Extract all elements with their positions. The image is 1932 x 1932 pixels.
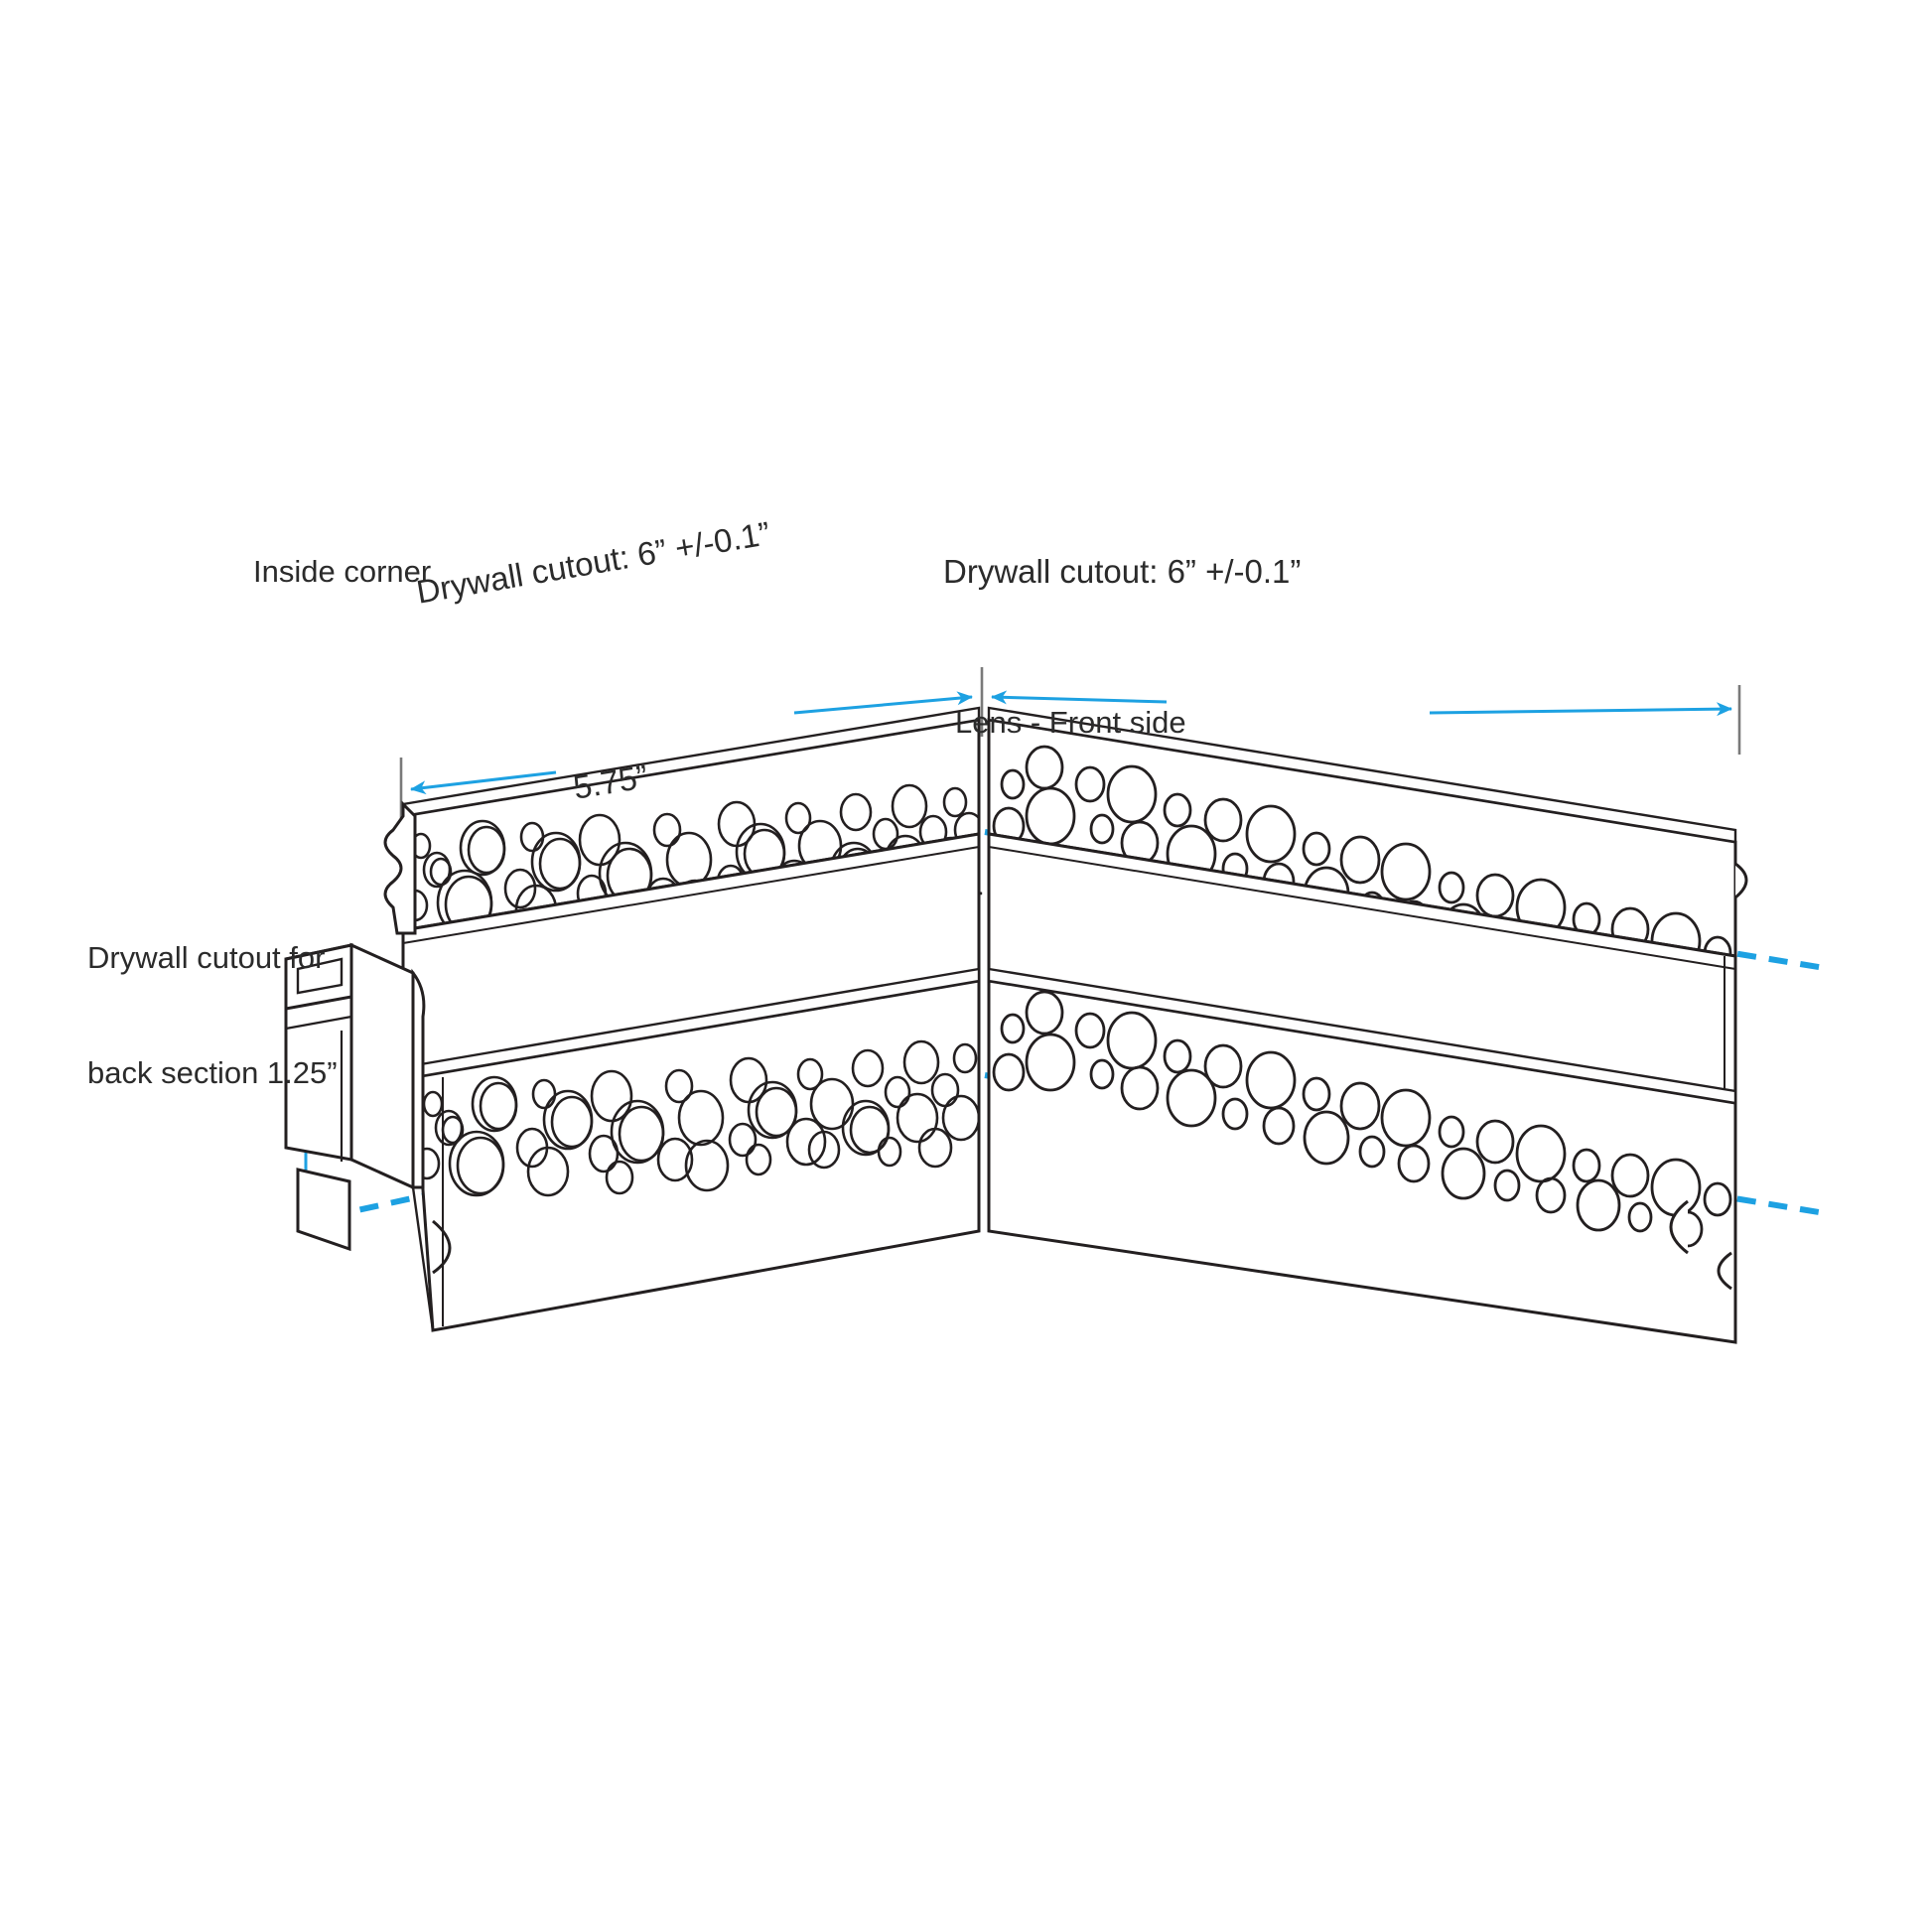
- lens-seam-upper-right: [988, 846, 1736, 970]
- arrow-cutout-right-right-end: [1429, 702, 1732, 717]
- arrow-cutout-right-left-end: [991, 690, 1168, 705]
- lens-seam-upper-left: [402, 846, 980, 944]
- lower-flange: [413, 967, 1737, 1344]
- label-inside-corner: Inside corner: [253, 554, 432, 589]
- channel-edge-down: [411, 1186, 435, 1331]
- arrow-cutout-left-right-end: [793, 691, 973, 715]
- lower-flange-end-notch-a: [1669, 1199, 1689, 1255]
- label-back-section-line2: back section 1.25”: [87, 1054, 338, 1090]
- label-back-section-line1: Drywall cutout for: [87, 939, 326, 975]
- back-channel-front: [349, 942, 415, 1190]
- upper-flange-end-notch: [1734, 862, 1748, 899]
- back-channel-bottom: [296, 1168, 351, 1252]
- lower-flange-end-notch-b: [1717, 1251, 1732, 1291]
- channel-to-lens-fillet: [411, 968, 426, 1189]
- upper-flange: [401, 706, 1748, 958]
- label-lens-front-side: Lens - Front side: [955, 705, 1186, 740]
- label-drywall-cutout-right: Drywall cutout: 6” +/-0.1”: [943, 553, 1302, 590]
- back-channel-rail-line-2: [285, 1015, 352, 1031]
- back-channel-groove: [296, 957, 344, 995]
- upper-flange-mud-edge: [383, 800, 417, 935]
- lower-flange-left-end-notch: [432, 1219, 452, 1275]
- back-channel-rail-line: [285, 995, 352, 1011]
- profile-end-section: [284, 800, 435, 1331]
- arrow-inside-corner: [410, 770, 557, 795]
- label-back-section-cutout: Drywall cutout for back section 1.25”: [87, 862, 338, 1170]
